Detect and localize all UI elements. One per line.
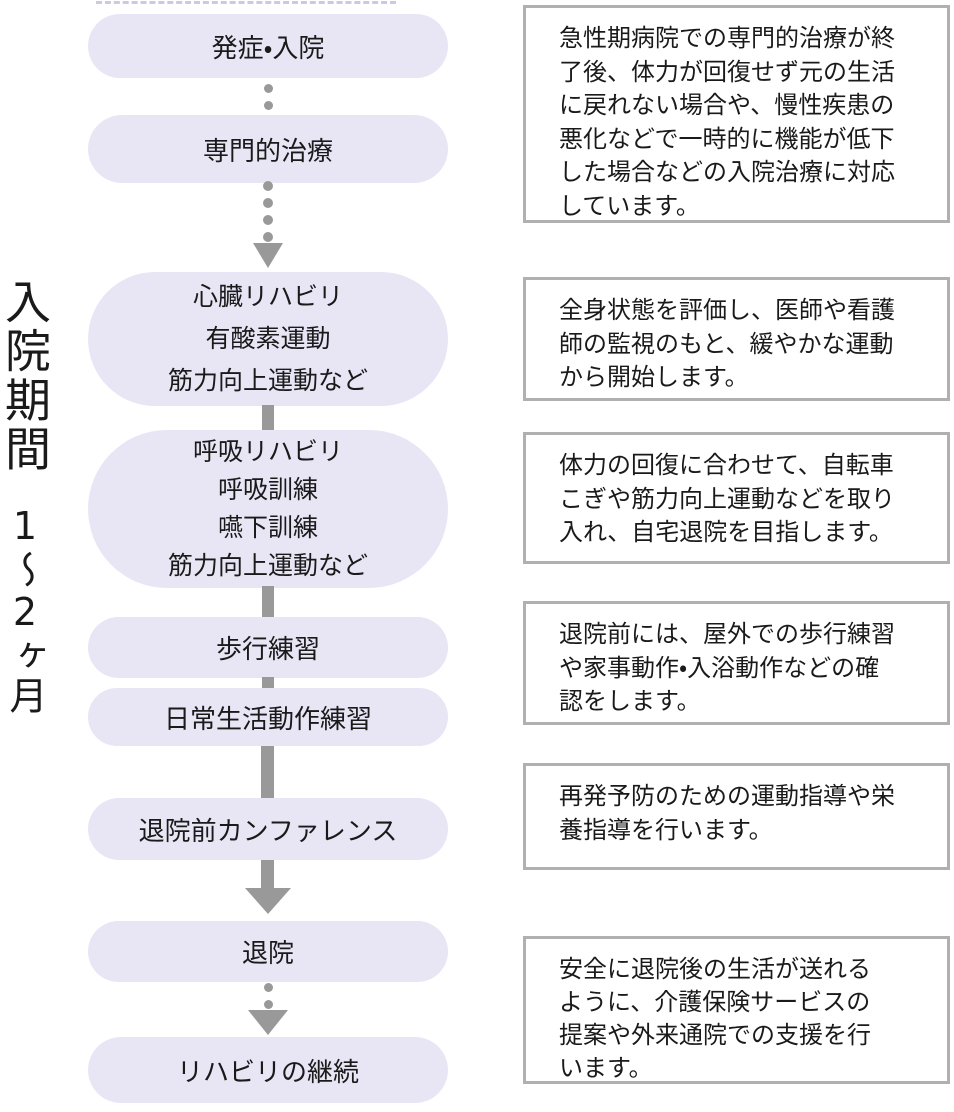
flow-step-label: 退院前カンファレンス bbox=[138, 816, 398, 847]
arrow-down-icon bbox=[245, 888, 291, 914]
note-after-discharge: 安全に退院後の生活が送れる ように、介護保険サービスの 提案や外来通院での支援を… bbox=[523, 936, 950, 1084]
connector-bar bbox=[262, 586, 274, 618]
period-duration: 1〜2ヶ月 bbox=[3, 504, 47, 716]
flow-step-label: 呼吸訓練 bbox=[217, 475, 318, 504]
note-pre-discharge: 退院前には、屋外での歩行練習 や家事動作・入浴動作などの確 認をします。 bbox=[523, 601, 950, 725]
connector-bar bbox=[261, 746, 274, 799]
flow-step-label: 日常生活動作練習 bbox=[163, 704, 372, 735]
connector-bar bbox=[262, 405, 274, 431]
flow-step-label: 筋力向上運動など bbox=[167, 551, 368, 580]
flow-step-label: 有酸素運動 bbox=[205, 324, 331, 353]
flow-step-walking-practice: 歩行練習 bbox=[88, 617, 448, 678]
connector-dot bbox=[263, 181, 273, 191]
connector-dot bbox=[263, 84, 273, 93]
flow-step-label: 発症・入院 bbox=[211, 33, 325, 64]
arrow-down-icon bbox=[253, 243, 283, 268]
dotted-connector bbox=[263, 84, 273, 118]
flow-step-label: 呼吸リハビリ bbox=[192, 437, 343, 466]
flow-step-respiratory-rehab: 呼吸リハビリ 呼吸訓練 嚥下訓練 筋力向上運動など bbox=[88, 430, 448, 588]
flow-step-onset-admission: 発症・入院 bbox=[88, 14, 448, 78]
flow-step-label: 嚥下訓練 bbox=[217, 513, 318, 542]
dotted-connector bbox=[263, 181, 273, 249]
flow-step-label: 退院 bbox=[241, 939, 294, 969]
connector-dot bbox=[263, 1000, 273, 1009]
connector-dot bbox=[263, 198, 273, 208]
flow-step-rehab-continuation: リハビリの継続 bbox=[88, 1037, 448, 1103]
flow-step-label: 筋力向上運動など bbox=[167, 366, 368, 395]
flow-step-label: 心臓リハビリ bbox=[192, 282, 343, 311]
flow-step-label: 専門的治療 bbox=[202, 136, 333, 167]
note-evaluation: 全身状態を評価し、医師や看護 師の監視のもと、緩やかな運動 から開始します。 bbox=[523, 277, 950, 401]
connector-dot bbox=[263, 983, 273, 992]
flow-step-label: 歩行練習 bbox=[215, 635, 320, 665]
note-prevention: 再発予防のための運動指導や栄 養指導を行います。 bbox=[523, 763, 950, 870]
arrow-shaft bbox=[261, 860, 274, 889]
note-acute-care: 急性期病院での専門的治療が終 了後、体力が回復せず元の生活 に戻れない場合や、慢… bbox=[523, 5, 950, 223]
connector-bar bbox=[262, 677, 274, 689]
flow-step-cardiac-rehab: 心臓リハビリ 有酸素運動 筋力向上運動など bbox=[88, 272, 448, 406]
note-recovery: 体力の回復に合わせて、自転車 こぎや筋力向上運動などを取り 入れ、自宅退院を目指… bbox=[523, 432, 950, 564]
flow-step-specialized-treatment: 専門的治療 bbox=[88, 115, 448, 183]
dotted-connector bbox=[263, 983, 273, 1017]
flow-step-label: リハビリの継続 bbox=[176, 1057, 359, 1088]
connector-dot bbox=[263, 232, 273, 242]
period-title: 入院期間 bbox=[0, 278, 52, 474]
connector-dot bbox=[263, 215, 273, 225]
connector-dot bbox=[263, 101, 273, 110]
arrow-down-icon bbox=[248, 1010, 288, 1035]
clipped-shape-edge bbox=[96, 1, 396, 4]
flow-step-pre-discharge-conference: 退院前カンファレンス bbox=[88, 798, 448, 860]
hospitalization-period-label: 入院期間 1〜2ヶ月 bbox=[0, 278, 52, 716]
flow-step-adl-practice: 日常生活動作練習 bbox=[88, 688, 448, 746]
flow-step-discharge: 退院 bbox=[88, 921, 448, 982]
